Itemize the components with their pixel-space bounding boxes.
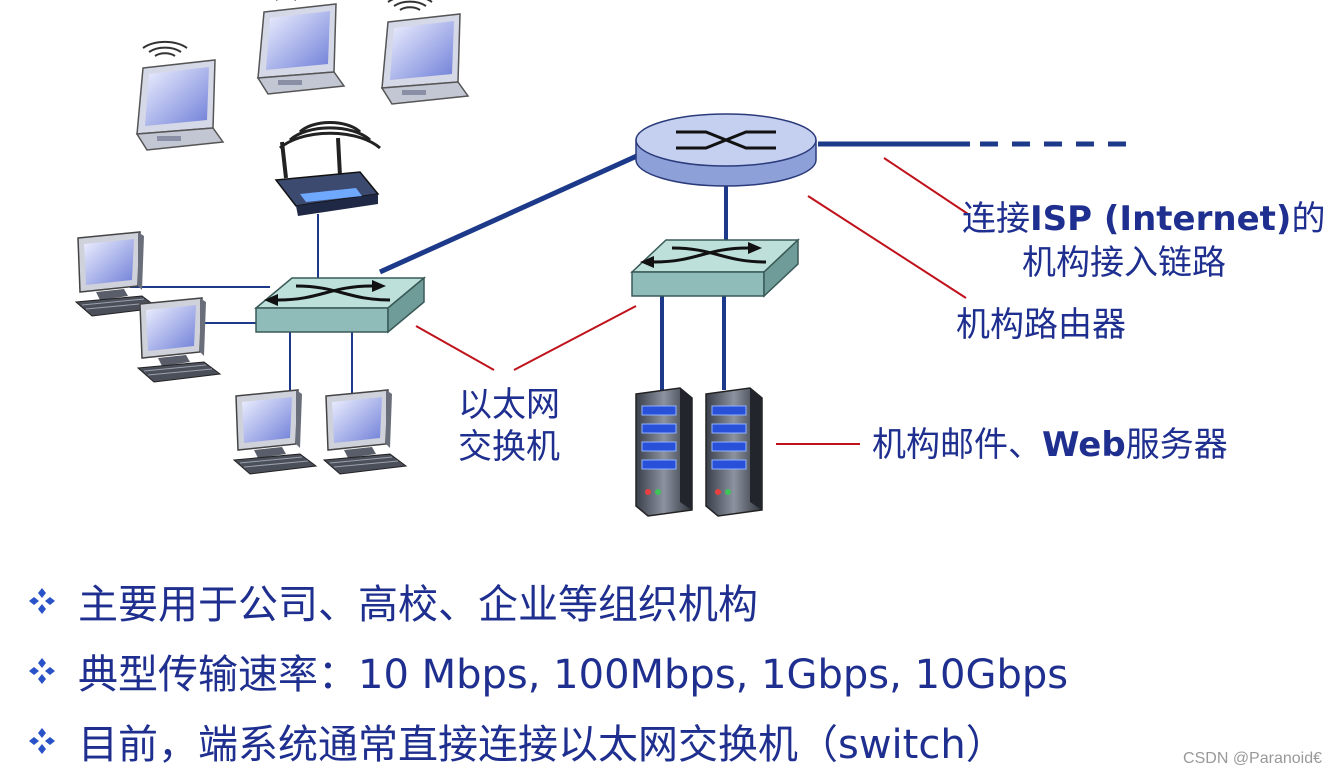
wireless-router-icon <box>274 120 381 216</box>
callouts <box>415 157 969 445</box>
switch-router-link <box>378 147 652 275</box>
desktop-computer-icon <box>233 389 317 475</box>
bullet-text: 目前，端系统通常直接连接以太网交换机（switch） <box>78 722 1006 768</box>
bullet-list: 主要用于公司、高校、企业等组织机构 典型传输速率：10 Mbps, 100Mbp… <box>28 566 1068 776</box>
bullet-text: 典型传输速率：10 Mbps, 100Mbps, 1Gbps, 10Gbps <box>78 652 1069 698</box>
ethernet-switch-icon <box>253 276 427 334</box>
switch-callout-line-2 <box>513 305 637 371</box>
diamond-bullet-icon <box>29 658 55 684</box>
server-icon <box>705 387 763 517</box>
network-diagram <box>75 0 1130 517</box>
laptop-icon <box>136 40 224 152</box>
switch-label-line1: 以太网 <box>458 385 560 425</box>
isp-link-label-line1: 连接ISP (Internet)的 <box>962 199 1326 239</box>
ethernet-switch-icon <box>630 238 800 298</box>
router-callout-line <box>807 195 967 299</box>
bullet-item: 目前，端系统通常直接连接以太网交换机（switch） <box>28 706 1068 776</box>
bullet-text: 主要用于公司、高校、企业等组织机构 <box>78 582 758 628</box>
bullet-item: 典型传输速率：10 Mbps, 100Mbps, 1Gbps, 10Gbps <box>28 636 1068 706</box>
laptop-icon <box>257 0 345 96</box>
diamond-bullet-icon <box>29 588 55 614</box>
links <box>130 141 1130 400</box>
switch-callout-line-1 <box>415 325 495 371</box>
router-label: 机构路由器 <box>956 305 1126 345</box>
laptop-icon <box>381 0 469 106</box>
router-icon <box>635 113 817 187</box>
desktop-computer-icon <box>137 297 221 383</box>
diamond-bullet-icon <box>29 728 55 754</box>
server-icon <box>635 387 693 517</box>
desktop-computer-icon <box>323 389 407 475</box>
switch-label-line2: 交换机 <box>458 427 560 467</box>
isp-callout-line <box>883 157 969 215</box>
isp-link-label-line2: 机构接入链路 <box>1022 243 1226 283</box>
servers-label: 机构邮件、Web服务器 <box>872 425 1228 465</box>
bullet-item: 主要用于公司、高校、企业等组织机构 <box>28 566 1068 636</box>
watermark: CSDN @Paranoid€ <box>1183 750 1322 767</box>
